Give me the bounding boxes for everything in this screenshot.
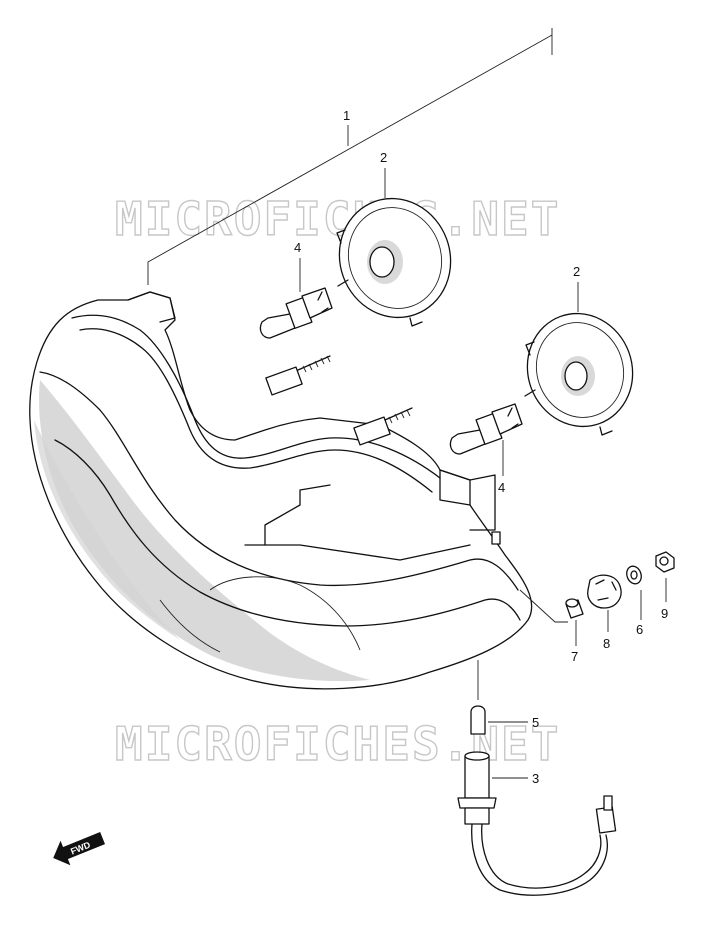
watermark-bottom: MICROFICHES.NET	[115, 717, 560, 771]
callout-9: 9	[661, 606, 668, 621]
leader-hardware	[519, 589, 568, 623]
part-4-bulb-right	[449, 403, 523, 476]
part-6-washer	[626, 565, 642, 620]
part-2-bulb-cover-left	[336, 168, 452, 327]
callout-5: 5	[532, 715, 539, 730]
part-3-socket-harness	[457, 751, 617, 896]
fwd-direction-badge: FWD	[53, 832, 106, 866]
watermark-top: MICROFICHES.NET	[115, 192, 560, 246]
callout-3: 3	[532, 771, 539, 786]
callout-2-right: 2	[573, 264, 580, 279]
part-8-grommet	[587, 574, 622, 632]
callout-8: 8	[603, 636, 610, 651]
callout-4-left: 4	[294, 240, 301, 255]
leader-part-1	[147, 28, 553, 285]
part-7-collar	[565, 598, 584, 646]
housing-bolt-lower	[353, 407, 413, 446]
part-4-bulb-left	[259, 258, 333, 339]
callout-6: 6	[636, 622, 643, 637]
part-2-bulb-cover-right	[524, 282, 634, 436]
housing-bolt-upper	[265, 355, 331, 396]
part-9-nut	[655, 551, 675, 602]
fwd-label: FWD	[69, 839, 92, 856]
callout-7: 7	[571, 649, 578, 664]
part-5-position-bulb	[470, 705, 528, 735]
headlamp-housing	[29, 291, 533, 690]
callout-2-left: 2	[380, 150, 387, 165]
callout-1: 1	[343, 108, 350, 123]
callout-4-right: 4	[498, 480, 505, 495]
housing-stub	[491, 531, 501, 545]
